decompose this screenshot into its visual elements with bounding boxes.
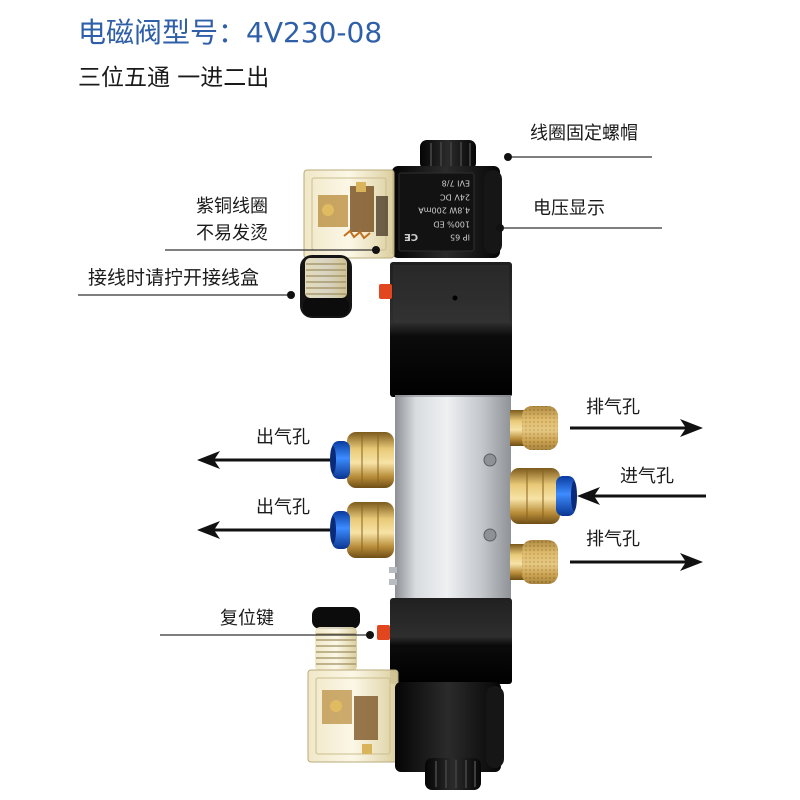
leader-dot bbox=[496, 224, 504, 232]
exhaust-muffler-upper bbox=[510, 406, 558, 450]
callout-copper-coil-note: 不易发烫 bbox=[196, 223, 268, 244]
coil-spec-line: 4.8W 200mA bbox=[418, 205, 470, 215]
arrow-outlet-bottom bbox=[197, 521, 330, 539]
upper-cable-gland bbox=[300, 255, 352, 318]
upper-connector-box bbox=[303, 169, 395, 259]
upper-end-cap bbox=[390, 262, 512, 397]
leader-copper-coil bbox=[165, 246, 380, 254]
leader-coil-nut bbox=[504, 153, 652, 161]
leader-dot bbox=[287, 291, 295, 299]
page-title: 电磁阀型号：4V230-08 bbox=[78, 16, 383, 49]
leader-dot bbox=[366, 631, 374, 639]
callout-reset-key: 复位键 bbox=[220, 608, 274, 629]
lower-cable-gland bbox=[312, 607, 360, 671]
leader-reset-key bbox=[160, 631, 374, 639]
outlet-fitting-lower bbox=[330, 502, 394, 558]
label-outlet-port-bottom: 出气孔 bbox=[256, 497, 310, 518]
arrow-inlet bbox=[577, 487, 706, 505]
ce-mark: CE bbox=[404, 231, 419, 242]
label-inlet-port: 进气孔 bbox=[620, 466, 674, 487]
coil-spec-line: 100% ED bbox=[433, 219, 470, 228]
aluminum-body bbox=[389, 395, 511, 600]
top-coil-nut bbox=[420, 140, 476, 170]
lower-end-cap bbox=[390, 598, 512, 684]
leader-voltage-display bbox=[496, 224, 662, 232]
callout-copper-coil: 紫铜线圈 bbox=[196, 196, 268, 217]
bottom-coil-nut bbox=[425, 758, 481, 790]
callout-wiring-note: 接线时请拧开接线盒 bbox=[88, 267, 260, 289]
upper-coil bbox=[392, 166, 502, 258]
leader-wiring-note bbox=[78, 291, 295, 299]
outlet-fitting-upper bbox=[330, 432, 394, 488]
inlet-fitting bbox=[510, 468, 577, 524]
coil-spec-line: EVI 7/8 bbox=[441, 178, 470, 188]
label-exhaust-port-bottom: 排气孔 bbox=[586, 529, 640, 550]
label-outlet-port-top: 出气孔 bbox=[256, 427, 310, 448]
manual-override-button bbox=[379, 284, 392, 299]
callout-coil-nut: 线圈固定螺帽 bbox=[530, 123, 638, 144]
exhaust-muffler-lower bbox=[510, 540, 558, 584]
leader-dot bbox=[504, 153, 512, 161]
arrow-exhaust-top bbox=[570, 419, 703, 437]
reset-button bbox=[377, 625, 390, 640]
label-exhaust-port-top: 排气孔 bbox=[586, 397, 640, 418]
lower-connector-box bbox=[307, 669, 399, 763]
leader-dot bbox=[372, 246, 380, 254]
page-subtitle: 三位五通 一进二出 bbox=[78, 65, 270, 91]
coil-spec-line: 24V DC bbox=[440, 192, 470, 201]
arrow-outlet-top bbox=[197, 451, 330, 469]
arrow-exhaust-bottom bbox=[570, 553, 703, 571]
callout-voltage-display: 电压显示 bbox=[533, 198, 605, 219]
lower-coil bbox=[395, 682, 504, 772]
